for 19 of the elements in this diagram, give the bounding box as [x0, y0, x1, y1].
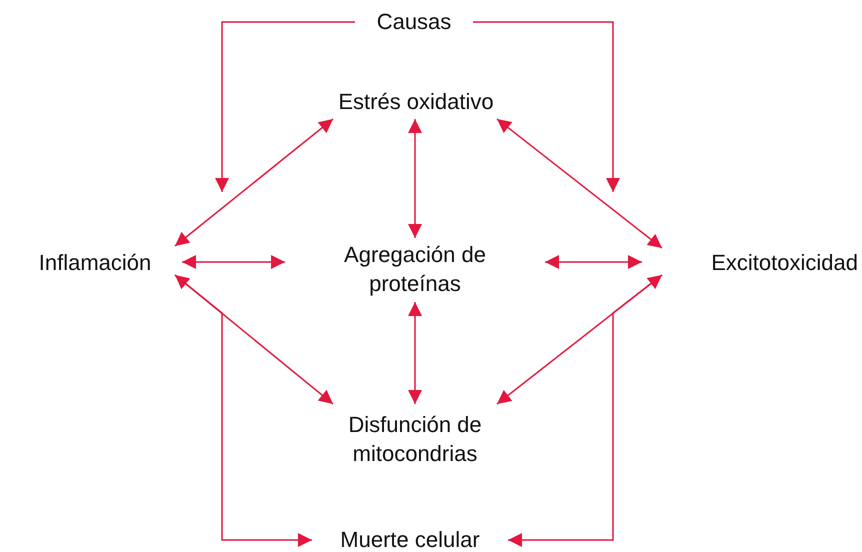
arrow — [473, 21, 620, 192]
arrow — [408, 119, 422, 238]
arrow — [174, 274, 334, 405]
arrow — [174, 274, 312, 547]
node-label: Inflamación — [38, 248, 152, 277]
node-label: Disfunción de mitocondrias — [347, 411, 483, 468]
node-label: Excitotoxicidad — [711, 248, 858, 277]
node-label: Agregación de proteínas — [343, 241, 487, 298]
arrow — [182, 255, 285, 269]
node-label: Muerte celular — [340, 526, 480, 552]
arrow — [545, 255, 642, 269]
arrow — [174, 118, 334, 247]
arrow — [496, 274, 662, 405]
arrow — [496, 118, 662, 249]
arrow — [215, 21, 355, 192]
arrow — [408, 302, 422, 404]
node-label: Causas — [376, 8, 452, 36]
node-label: Estrés oxidativo — [338, 88, 494, 116]
arrow — [508, 274, 662, 547]
